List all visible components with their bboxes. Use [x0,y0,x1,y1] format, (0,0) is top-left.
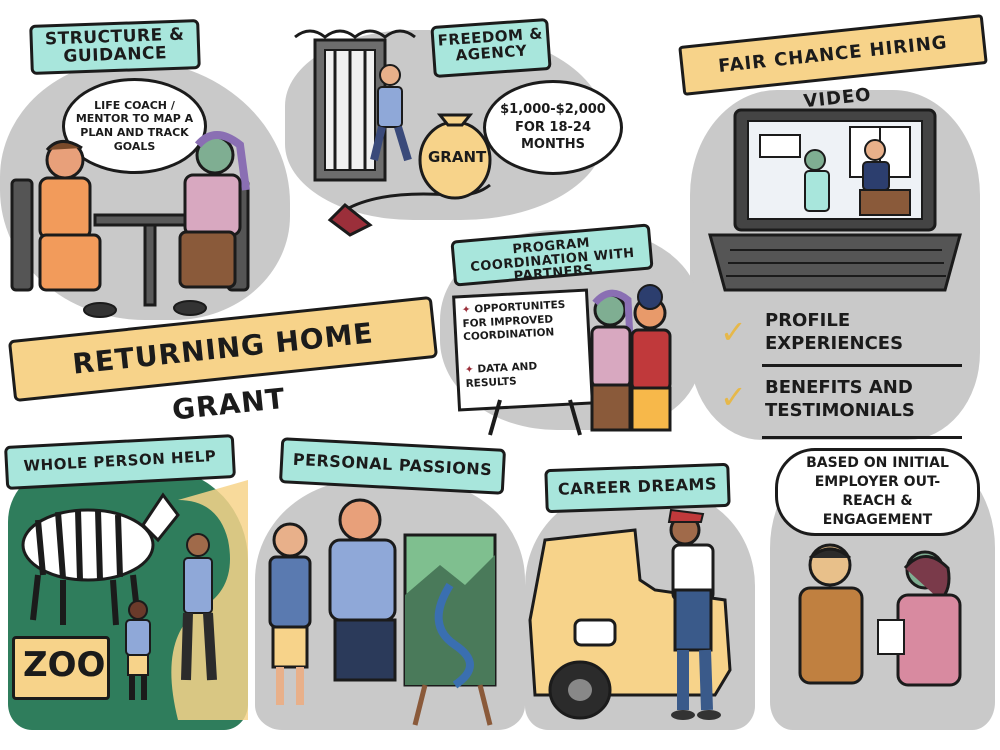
checklist-item-benefits: ✓ Benefits and testimonials [715,372,965,432]
checklist-divider [762,436,962,439]
personal-passions-title: Personal Passions [292,449,493,480]
outreach-text: Based on initial employer out-reach & en… [806,455,949,528]
checkmark-icon: ✓ [720,378,747,416]
life-coach-text: Life coach / mentor to map a plan and tr… [75,98,194,153]
returning-home-title: Returning Home Grant [70,316,376,427]
mechanic-car-illustration [528,508,732,720]
personal-passions-banner: Personal Passions [278,437,507,495]
painting-scene-illustration [268,498,497,726]
checklist-item-label: Profile experiences [765,310,904,355]
zoo-sign-text: Zoo [23,645,106,685]
whole-person-title: Whole Person Help [23,446,217,476]
grant-bag-label: Grant [428,148,487,166]
fair-chance-ribbon: Fair Chance Hiring Video [678,14,988,112]
grant-amount-speech-bubble: $1,000-$2,000 for 18-24 months [483,80,623,175]
career-dreams-title: Career Dreams [557,474,718,499]
checklist-divider [762,364,962,367]
zoo-zebra-illustration [21,480,248,720]
employer-meeting-illustration [798,543,962,687]
zoo-sign: Zoo [12,636,110,700]
laptop-video-illustration [708,108,962,292]
checklist-item-label: Benefits and testimonials [765,377,915,422]
checklist-item-profile: ✓ Profile experiences [715,305,965,365]
prison-door-exit-illustration [294,29,492,237]
career-dreams-banner: Career Dreams [544,462,731,514]
outreach-speech-bubble: Based on initial employer out-reach & en… [775,448,980,536]
grant-amount-text: $1,000-$2,000 for 18-24 months [500,102,606,153]
structure-guidance-title: Structure & Guidance [44,24,185,67]
partners-illustration [488,284,672,436]
checkmark-icon: ✓ [720,313,747,351]
mentoring-scene-illustration [10,131,250,318]
structure-guidance-banner: Structure & Guidance [29,19,201,75]
life-coach-speech-bubble: Life coach / mentor to map a plan and tr… [62,78,207,174]
